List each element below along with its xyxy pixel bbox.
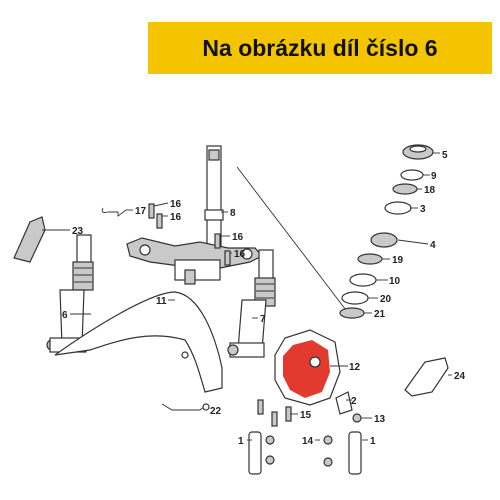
callout: 11 [156,296,167,307]
callout: 20 [380,294,392,305]
bearing-stack [340,145,433,318]
callout: 16 [170,212,182,223]
triple-clamp [127,238,262,284]
callout: 10 [389,276,401,287]
callout: 13 [374,414,386,425]
callout: 9 [431,171,437,182]
highlight-region [283,340,330,398]
callout: 15 [300,410,312,421]
callout: 16 [170,199,182,210]
right-reflector [405,358,448,396]
callout: 6 [62,310,68,321]
callout: 7 [260,314,266,325]
bracket [336,392,352,414]
callout: 24 [454,371,466,382]
headlight-cover [275,330,340,405]
callout: 16 [232,232,244,243]
left-reflector [14,217,45,262]
speedometer-cable [162,404,205,410]
callout: 8 [230,208,236,219]
callout: 4 [430,240,436,251]
callout: 3 [420,204,426,215]
callout: 21 [374,309,386,320]
wire-clip [102,208,126,216]
assembly-guide-line [237,167,352,318]
callout: 1 [370,436,376,447]
callout: 22 [210,406,222,417]
callout: 2 [351,396,357,407]
callout: 18 [424,185,436,196]
callout: 14 [302,436,314,447]
callout: 1 [238,436,244,447]
callout: 5 [442,150,448,161]
nut [353,414,361,422]
screw-group-14 [266,436,332,466]
side-cover-left [249,432,261,474]
callout: 12 [349,362,361,373]
side-cover-right [349,432,361,474]
callout: 19 [392,255,404,266]
callout: 23 [72,226,84,237]
callout: 16 [234,249,246,260]
bolt-group-15 [258,400,291,426]
right-fork-leg [228,250,275,357]
callout: 17 [135,206,147,217]
